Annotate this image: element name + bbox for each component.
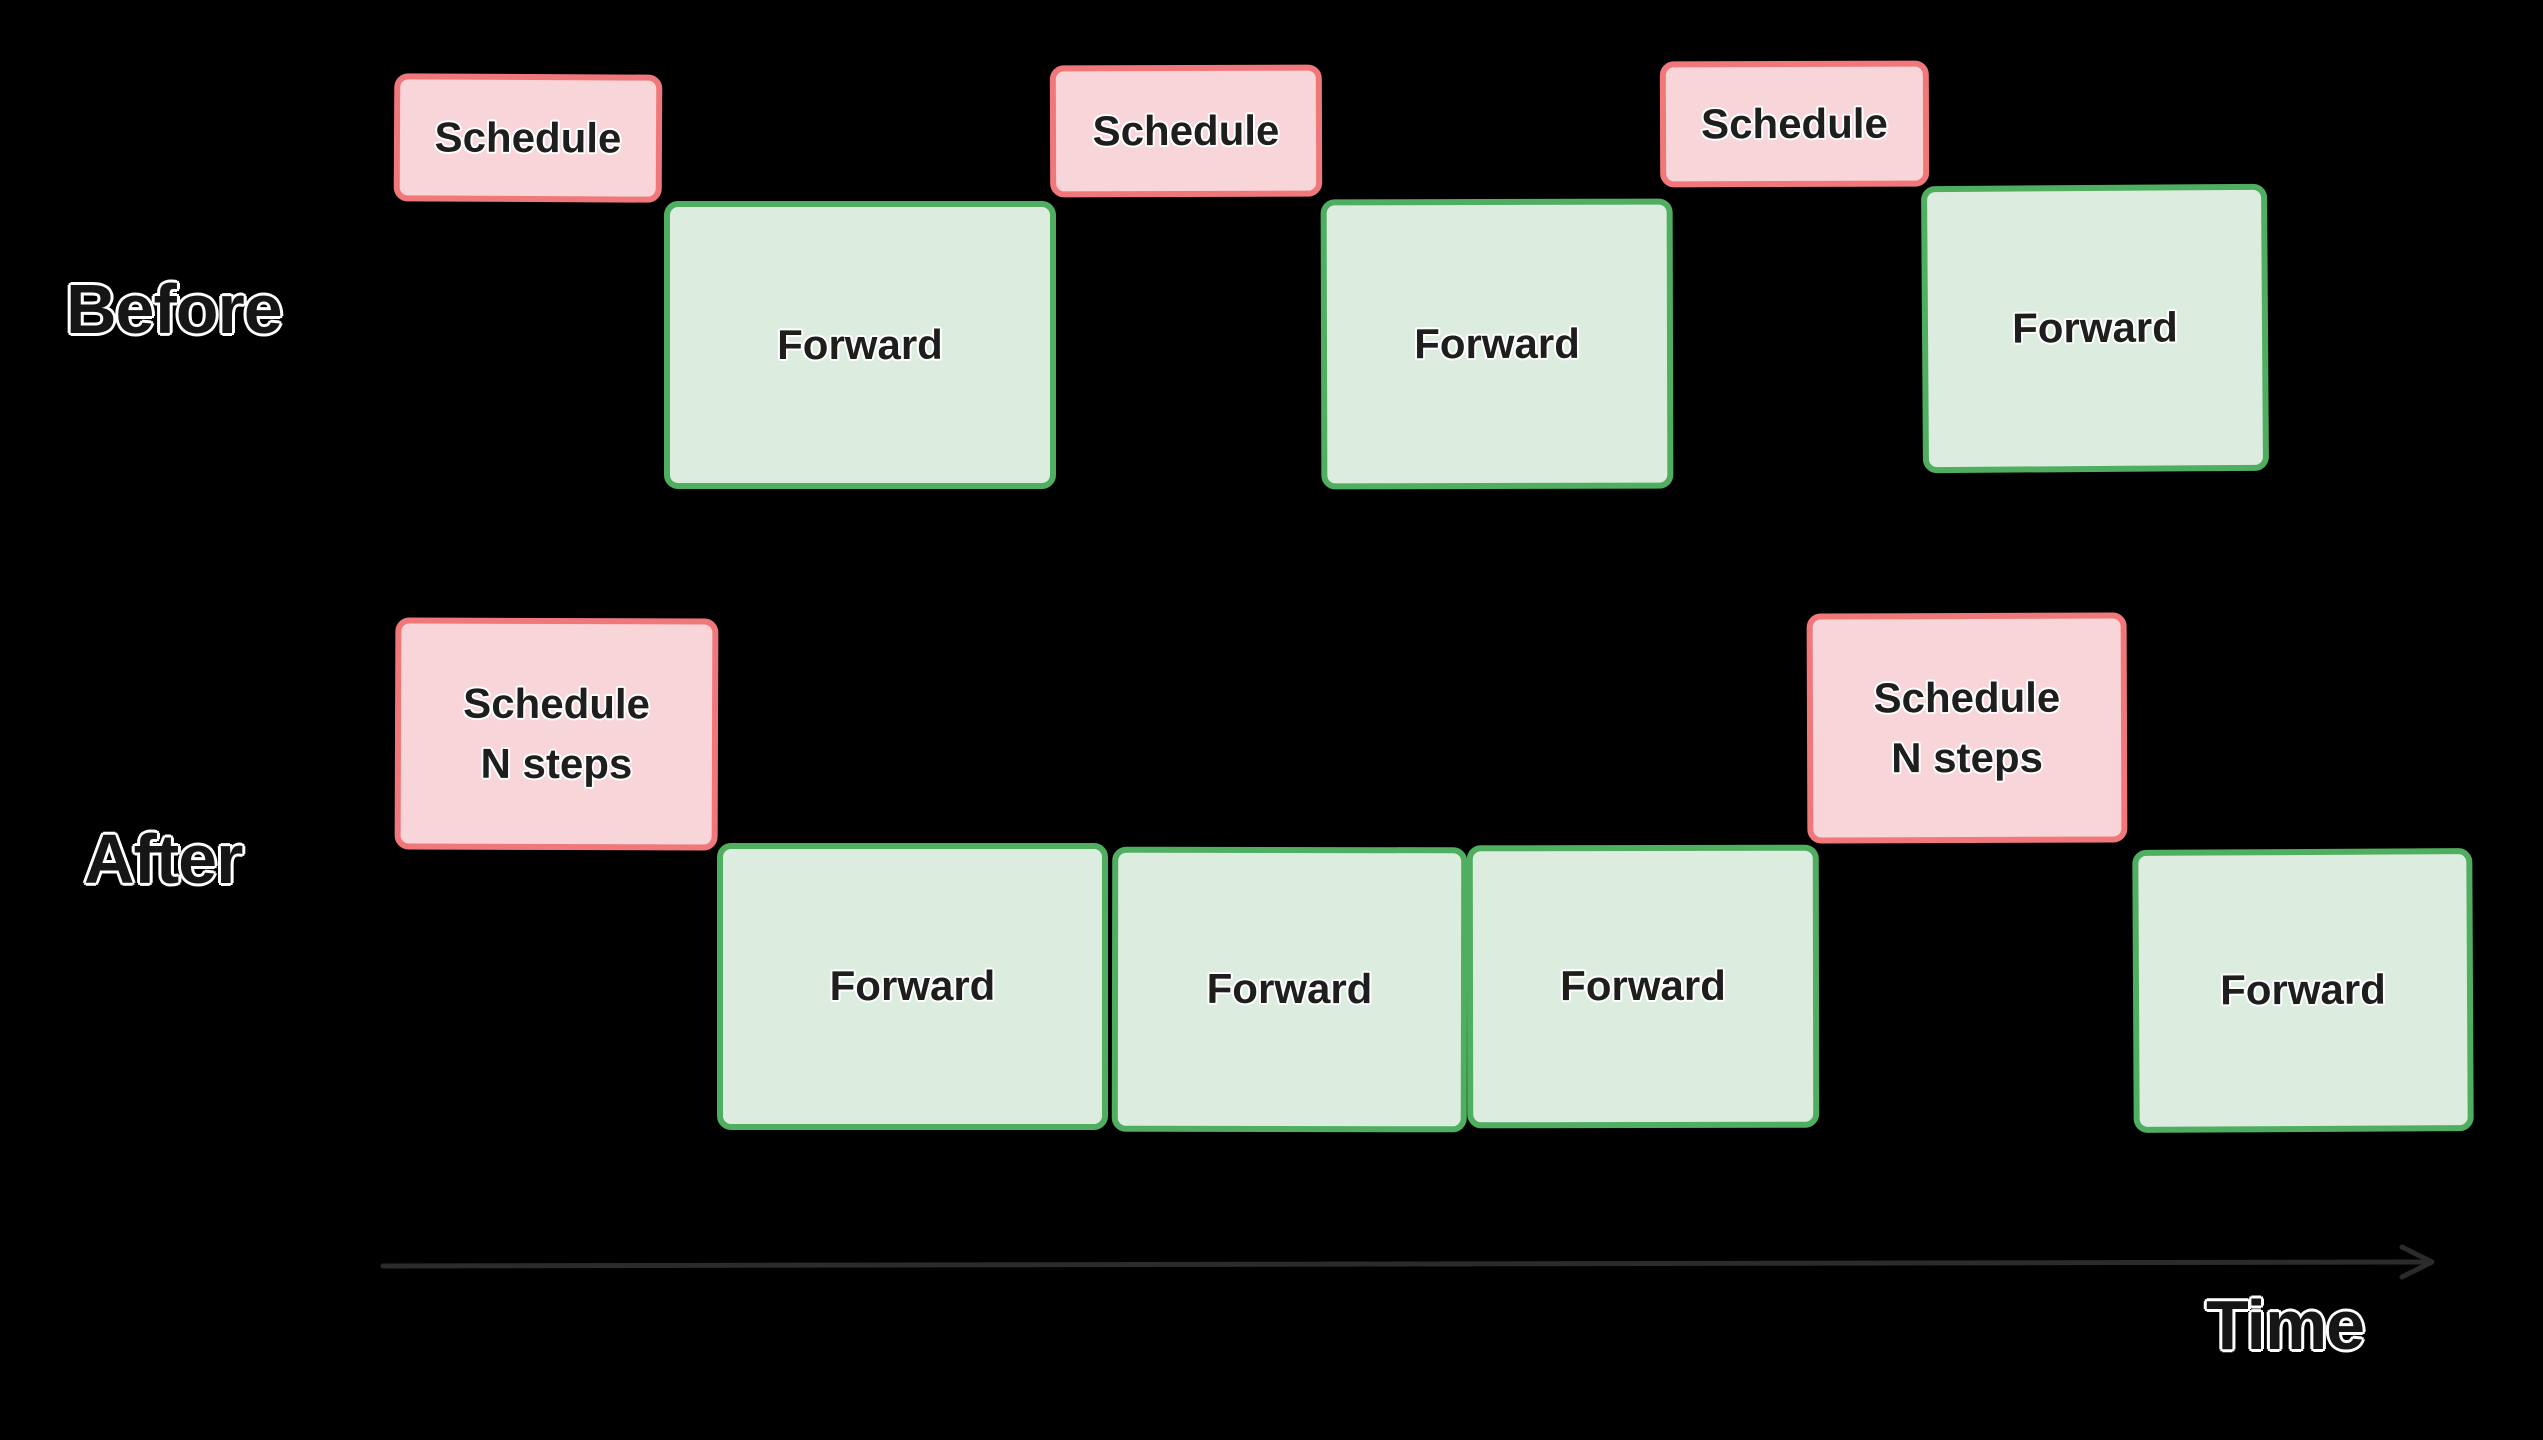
schedule-box-schedule-n-1: Schedule N steps bbox=[394, 617, 719, 851]
schedule-box-schedule-1: Schedule bbox=[393, 73, 663, 203]
axis-label-time: Time bbox=[2206, 1286, 2365, 1364]
box-label: Schedule bbox=[1092, 106, 1280, 155]
forward-box-forward-5: Forward bbox=[1111, 846, 1468, 1133]
schedule-box-schedule-2: Schedule bbox=[1049, 64, 1323, 198]
box-label: Schedule bbox=[1873, 673, 2061, 722]
box-label: Forward bbox=[1560, 962, 1726, 1010]
arrowhead-icon bbox=[2399, 1244, 2435, 1280]
box-label: Schedule bbox=[434, 113, 622, 162]
row-label-before: Before bbox=[66, 270, 283, 348]
row-label-after: After bbox=[84, 820, 243, 898]
box-label: Forward bbox=[1206, 965, 1373, 1013]
box-label: Forward bbox=[1414, 319, 1580, 368]
box-label: Forward bbox=[2011, 303, 2179, 352]
box-label: Schedule bbox=[463, 679, 651, 728]
box-label: Schedule bbox=[1701, 99, 1888, 148]
forward-box-forward-3: Forward bbox=[1921, 183, 2269, 474]
schedule-box-schedule-3: Schedule bbox=[1659, 60, 1930, 188]
forward-box-forward-6: Forward bbox=[1466, 844, 1820, 1129]
box-label: Forward bbox=[777, 320, 943, 368]
forward-box-forward-7: Forward bbox=[2132, 848, 2474, 1133]
box-label: N steps bbox=[1891, 733, 2044, 782]
forward-box-forward-2: Forward bbox=[1320, 198, 1674, 490]
box-label: Forward bbox=[829, 962, 996, 1010]
time-axis-line bbox=[380, 1259, 2429, 1269]
box-label: Forward bbox=[2220, 965, 2386, 1014]
forward-box-forward-4: Forward bbox=[717, 843, 1108, 1130]
schedule-box-schedule-n-2: Schedule N steps bbox=[1806, 612, 2128, 844]
forward-box-forward-1: Forward bbox=[664, 201, 1056, 489]
box-label: N steps bbox=[480, 739, 633, 788]
